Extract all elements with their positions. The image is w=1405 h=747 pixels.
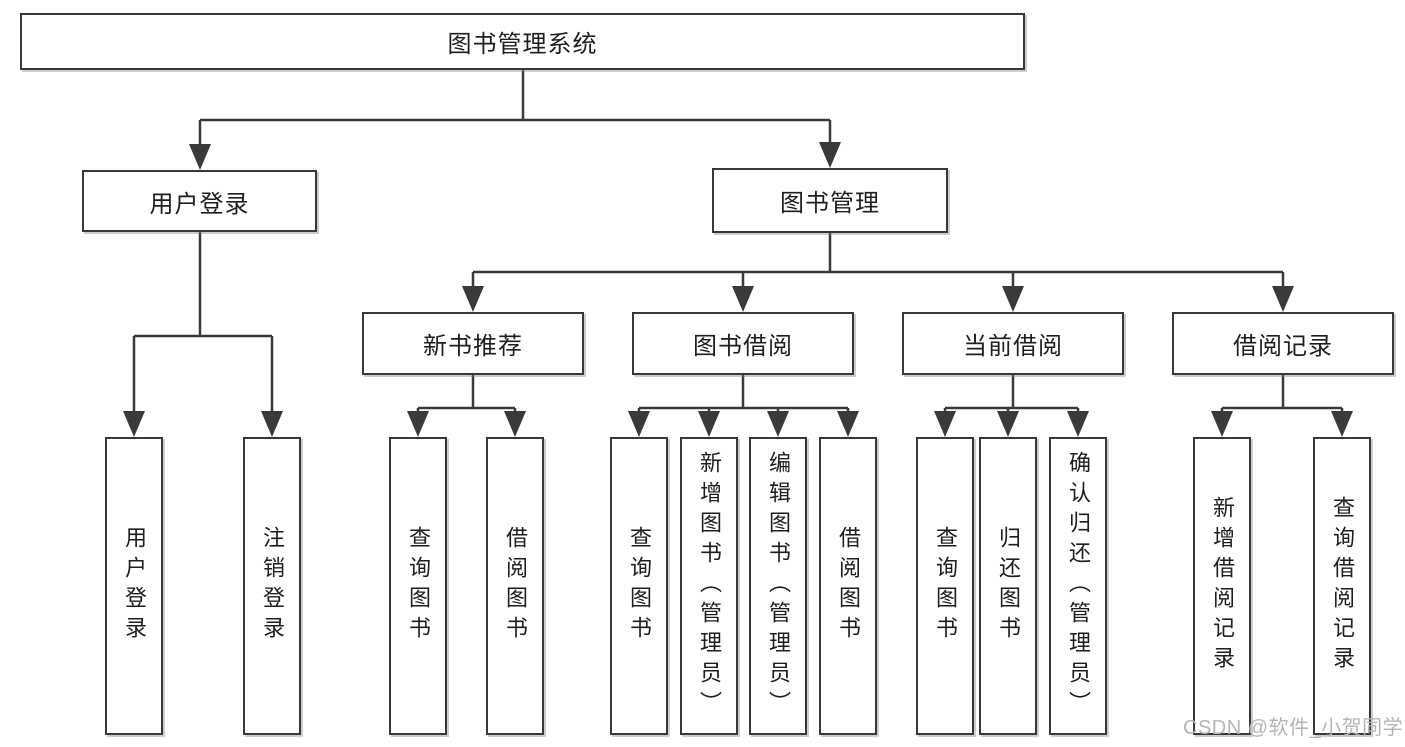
- node-user-login-label: 用户登录: [149, 190, 250, 218]
- leaf-logout: 注销登录: [243, 437, 301, 735]
- leaf-newbooks-borrow-label: 借阅图书: [503, 526, 528, 646]
- node-book-management-label: 图书管理: [780, 190, 880, 217]
- node-root: 图书管理系统: [20, 13, 1025, 70]
- leaf-borrow-add-admin-label: 新增图书（管理员）: [697, 451, 722, 721]
- leaf-borrow-add-admin: 新增图书（管理员）: [680, 437, 738, 735]
- node-book-borrow-label: 图书借阅: [693, 333, 793, 360]
- leaf-records-query: 查询借阅记录: [1313, 437, 1371, 735]
- leaf-borrow-edit-admin-label: 编辑图书（管理员）: [766, 451, 791, 721]
- arrowheads: [123, 142, 1353, 437]
- leaf-borrow-borrow-label: 借阅图书: [836, 526, 861, 646]
- leaf-borrow-edit-admin: 编辑图书（管理员）: [749, 437, 807, 735]
- node-root-label: 图书管理系统: [447, 31, 598, 58]
- leaf-newbooks-query: 查询图书: [389, 437, 447, 735]
- node-current-borrow: 当前借阅: [902, 312, 1124, 375]
- node-new-book-recommend-label: 新书推荐: [423, 333, 523, 360]
- leaf-records-add-label: 新增借阅记录: [1210, 496, 1235, 676]
- leaf-current-return: 归还图书: [979, 437, 1037, 735]
- leaf-user-login-label: 用户登录: [122, 526, 147, 646]
- node-book-management: 图书管理: [712, 168, 948, 233]
- node-current-borrow-label: 当前借阅: [963, 333, 1063, 360]
- leaf-current-confirm-admin: 确认归还（管理员）: [1049, 437, 1107, 735]
- leaf-current-query-label: 查询图书: [933, 526, 958, 646]
- leaf-borrow-query: 查询图书: [610, 437, 668, 735]
- leaf-user-login: 用户登录: [105, 437, 163, 735]
- watermark: CSDN @软件_小贺同学: [1183, 717, 1404, 739]
- leaf-newbooks-query-label: 查询图书: [406, 526, 431, 646]
- leaf-logout-label: 注销登录: [260, 526, 285, 646]
- node-user-login: 用户登录: [82, 170, 317, 232]
- node-borrow-records-label: 借阅记录: [1233, 333, 1333, 360]
- leaf-borrow-query-label: 查询图书: [627, 526, 652, 646]
- leaf-records-add: 新增借阅记录: [1193, 437, 1251, 735]
- leaf-current-return-label: 归还图书: [996, 526, 1021, 646]
- leaf-current-query: 查询图书: [916, 437, 974, 735]
- node-borrow-records: 借阅记录: [1172, 312, 1394, 375]
- leaf-current-confirm-admin-label: 确认归还（管理员）: [1066, 451, 1091, 721]
- node-new-book-recommend: 新书推荐: [362, 312, 584, 375]
- leaf-newbooks-borrow: 借阅图书: [486, 437, 544, 735]
- node-book-borrow: 图书借阅: [632, 312, 854, 375]
- leaf-borrow-borrow: 借阅图书: [819, 437, 877, 735]
- leaf-records-query-label: 查询借阅记录: [1330, 496, 1355, 676]
